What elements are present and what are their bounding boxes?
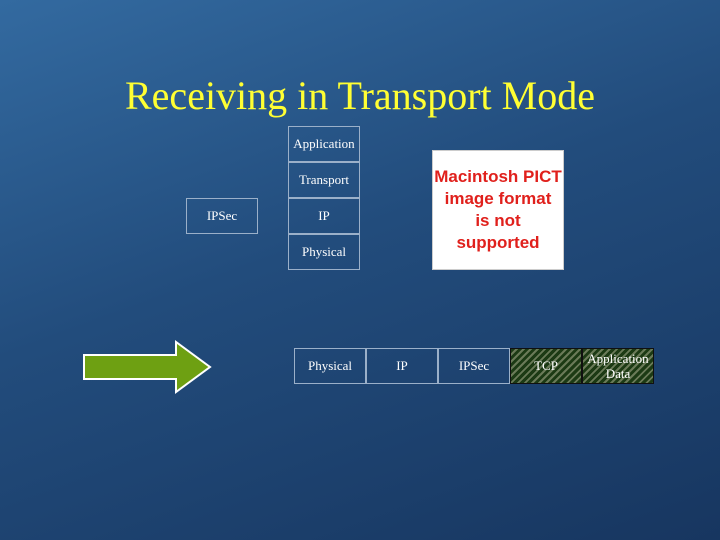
packet-field-physical: Physical (294, 348, 366, 384)
slide-title: Receiving in Transport Mode (125, 73, 595, 118)
layer-ip: IP (288, 198, 360, 234)
packet-field-application-data: Application Data (582, 348, 654, 384)
pict-text-line3: is not supported (456, 211, 540, 252)
packet-field-tcp: TCP (510, 348, 582, 384)
layer-transport: Transport (288, 162, 360, 198)
pict-text-line1: Macintosh PICT (434, 167, 562, 186)
layer-ipsec: IPSec (186, 198, 258, 234)
pict-text-line2: image format (444, 189, 552, 208)
pict-unsupported-placeholder: Macintosh PICT image format is not suppo… (432, 150, 564, 270)
packet-field-ip: IP (366, 348, 438, 384)
layer-application: Application (288, 126, 360, 162)
right-arrow-icon (83, 340, 212, 394)
packet-field-ipsec: IPSec (438, 348, 510, 384)
layer-physical: Physical (288, 234, 360, 270)
